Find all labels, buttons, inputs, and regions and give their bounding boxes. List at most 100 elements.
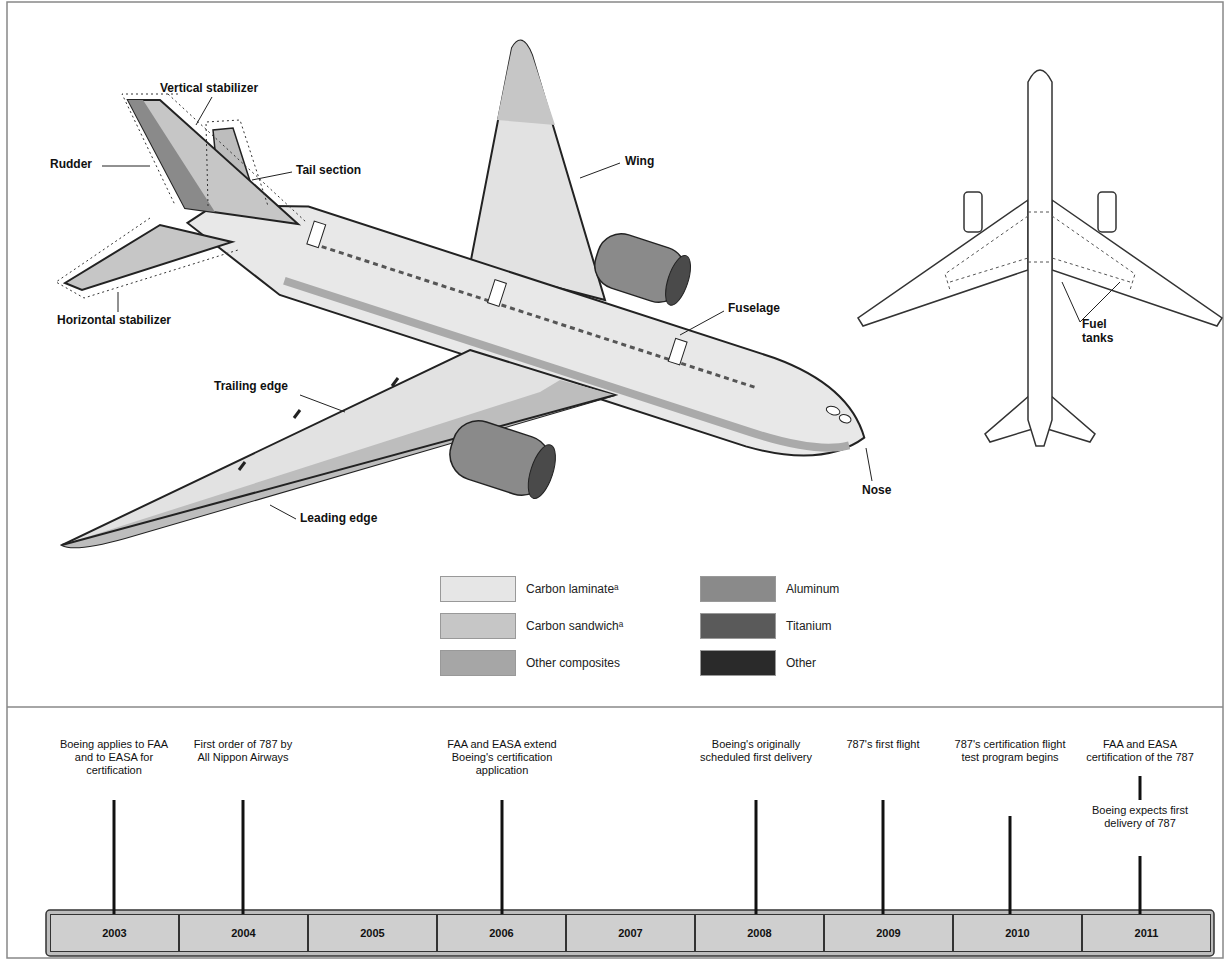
cockpit-window [825, 405, 841, 417]
timeline-event: 787's certification flight test program … [950, 738, 1070, 764]
timeline-event: FAA and EASA certification of the 787 [1076, 738, 1204, 764]
legend-text: Carbon laminateᵃ [526, 582, 619, 596]
tail-outline [122, 94, 306, 222]
part-label: Leading edge [300, 512, 377, 526]
windows [322, 247, 755, 388]
legend-swatch [700, 650, 776, 676]
legend-text: Carbon sandwichᵃ [526, 619, 623, 633]
year-cell: 2006 [437, 914, 566, 952]
tick [1139, 856, 1142, 918]
far-engine [589, 227, 697, 310]
legend-item: Aluminum [700, 576, 839, 602]
legend-swatch [700, 576, 776, 602]
leader-line [118, 292, 119, 312]
flap-track [239, 462, 245, 470]
timeline-event: 787's first flight [838, 738, 928, 751]
leader-line [1062, 282, 1080, 322]
year-text: 2006 [489, 927, 513, 939]
year-text: 2010 [1005, 927, 1029, 939]
legend-item: Carbon laminateᵃ [440, 576, 619, 602]
legend-item: Other [700, 650, 816, 676]
tick [501, 800, 504, 918]
part-label: Vertical stabilizer [160, 82, 258, 96]
tank-line [1028, 212, 1052, 262]
part-label: Rudder [50, 158, 92, 172]
legend-text: Titanium [786, 619, 832, 633]
tail-outline [56, 120, 268, 298]
tick [113, 800, 116, 918]
timeline-event: First order of 787 by All Nippon Airways [188, 738, 298, 764]
leader-line [680, 311, 724, 335]
vertical-stabilizer [128, 100, 298, 224]
year-cell: 2007 [566, 914, 695, 952]
year-text: 2011 [1135, 927, 1159, 939]
horizontal-stabilizer [65, 225, 232, 290]
leader-line [102, 166, 150, 167]
year-cell: 2010 [953, 914, 1082, 952]
leader-line [252, 172, 292, 180]
tick [882, 800, 885, 918]
year-text: 2009 [876, 927, 900, 939]
part-label: Fuel tanks [1082, 318, 1126, 346]
legend-swatch [700, 613, 776, 639]
flap-track [392, 378, 398, 386]
top-engine [1098, 192, 1116, 232]
leader-line [270, 505, 296, 519]
legend-text: Other [786, 656, 816, 670]
top-view [858, 70, 1222, 446]
part-label: Fuselage [728, 302, 780, 316]
year-cell: 2009 [824, 914, 953, 952]
leader-line [1080, 282, 1120, 322]
wing-tip [497, 40, 555, 125]
part-label: Horizontal stabilizer [57, 314, 171, 328]
legend-item: Carbon sandwichᵃ [440, 613, 623, 639]
year-text: 2008 [747, 927, 771, 939]
door [488, 280, 507, 307]
year-text: 2005 [360, 927, 384, 939]
timeline-event: FAA and EASA extend Boeing's certificati… [432, 738, 572, 778]
top-wing [1052, 200, 1222, 326]
leader-lines [102, 97, 1120, 519]
legend-text: Aluminum [786, 582, 839, 596]
timeline-event: Boeing's originally scheduled first deli… [696, 738, 816, 764]
top-fuselage [1028, 70, 1052, 446]
tank-line [1052, 216, 1135, 290]
part-label: Nose [862, 484, 891, 498]
year-cell: 2005 [308, 914, 437, 952]
legend-text: Other composites [526, 656, 620, 670]
legend-swatch [440, 613, 516, 639]
year-text: 2003 [102, 927, 126, 939]
legend-swatch [440, 576, 516, 602]
year-cell: 2011 [1082, 914, 1211, 952]
door [307, 221, 326, 248]
tank-outline [945, 212, 1135, 290]
near-wing [62, 350, 615, 547]
year-text: 2007 [618, 927, 642, 939]
near-engine [443, 414, 561, 504]
year-cell: 2003 [50, 914, 179, 952]
leader-line [300, 395, 345, 412]
part-label: Wing [625, 155, 654, 169]
tick [755, 800, 758, 918]
year-cell: 2008 [695, 914, 824, 952]
wing-edge [62, 395, 615, 545]
tick [242, 800, 245, 918]
part-label: Tail section [296, 164, 361, 178]
far-wing [470, 40, 605, 300]
year-text: 2004 [231, 927, 255, 939]
door [668, 338, 687, 365]
year-cell: 2004 [179, 914, 308, 952]
timeline-ticks [114, 776, 1140, 918]
legend-item: Titanium [700, 613, 832, 639]
timeline-event: Boeing expects first delivery of 787 [1076, 804, 1204, 830]
timeline-event: Boeing applies to FAA and to EASA for ce… [54, 738, 174, 778]
cockpit-window [838, 413, 852, 424]
tick [1009, 816, 1012, 918]
engine-inlet [523, 442, 561, 502]
flap-track [294, 410, 300, 418]
top-engine [964, 192, 982, 232]
legend-item: Other composites [440, 650, 620, 676]
tick [1139, 776, 1142, 800]
